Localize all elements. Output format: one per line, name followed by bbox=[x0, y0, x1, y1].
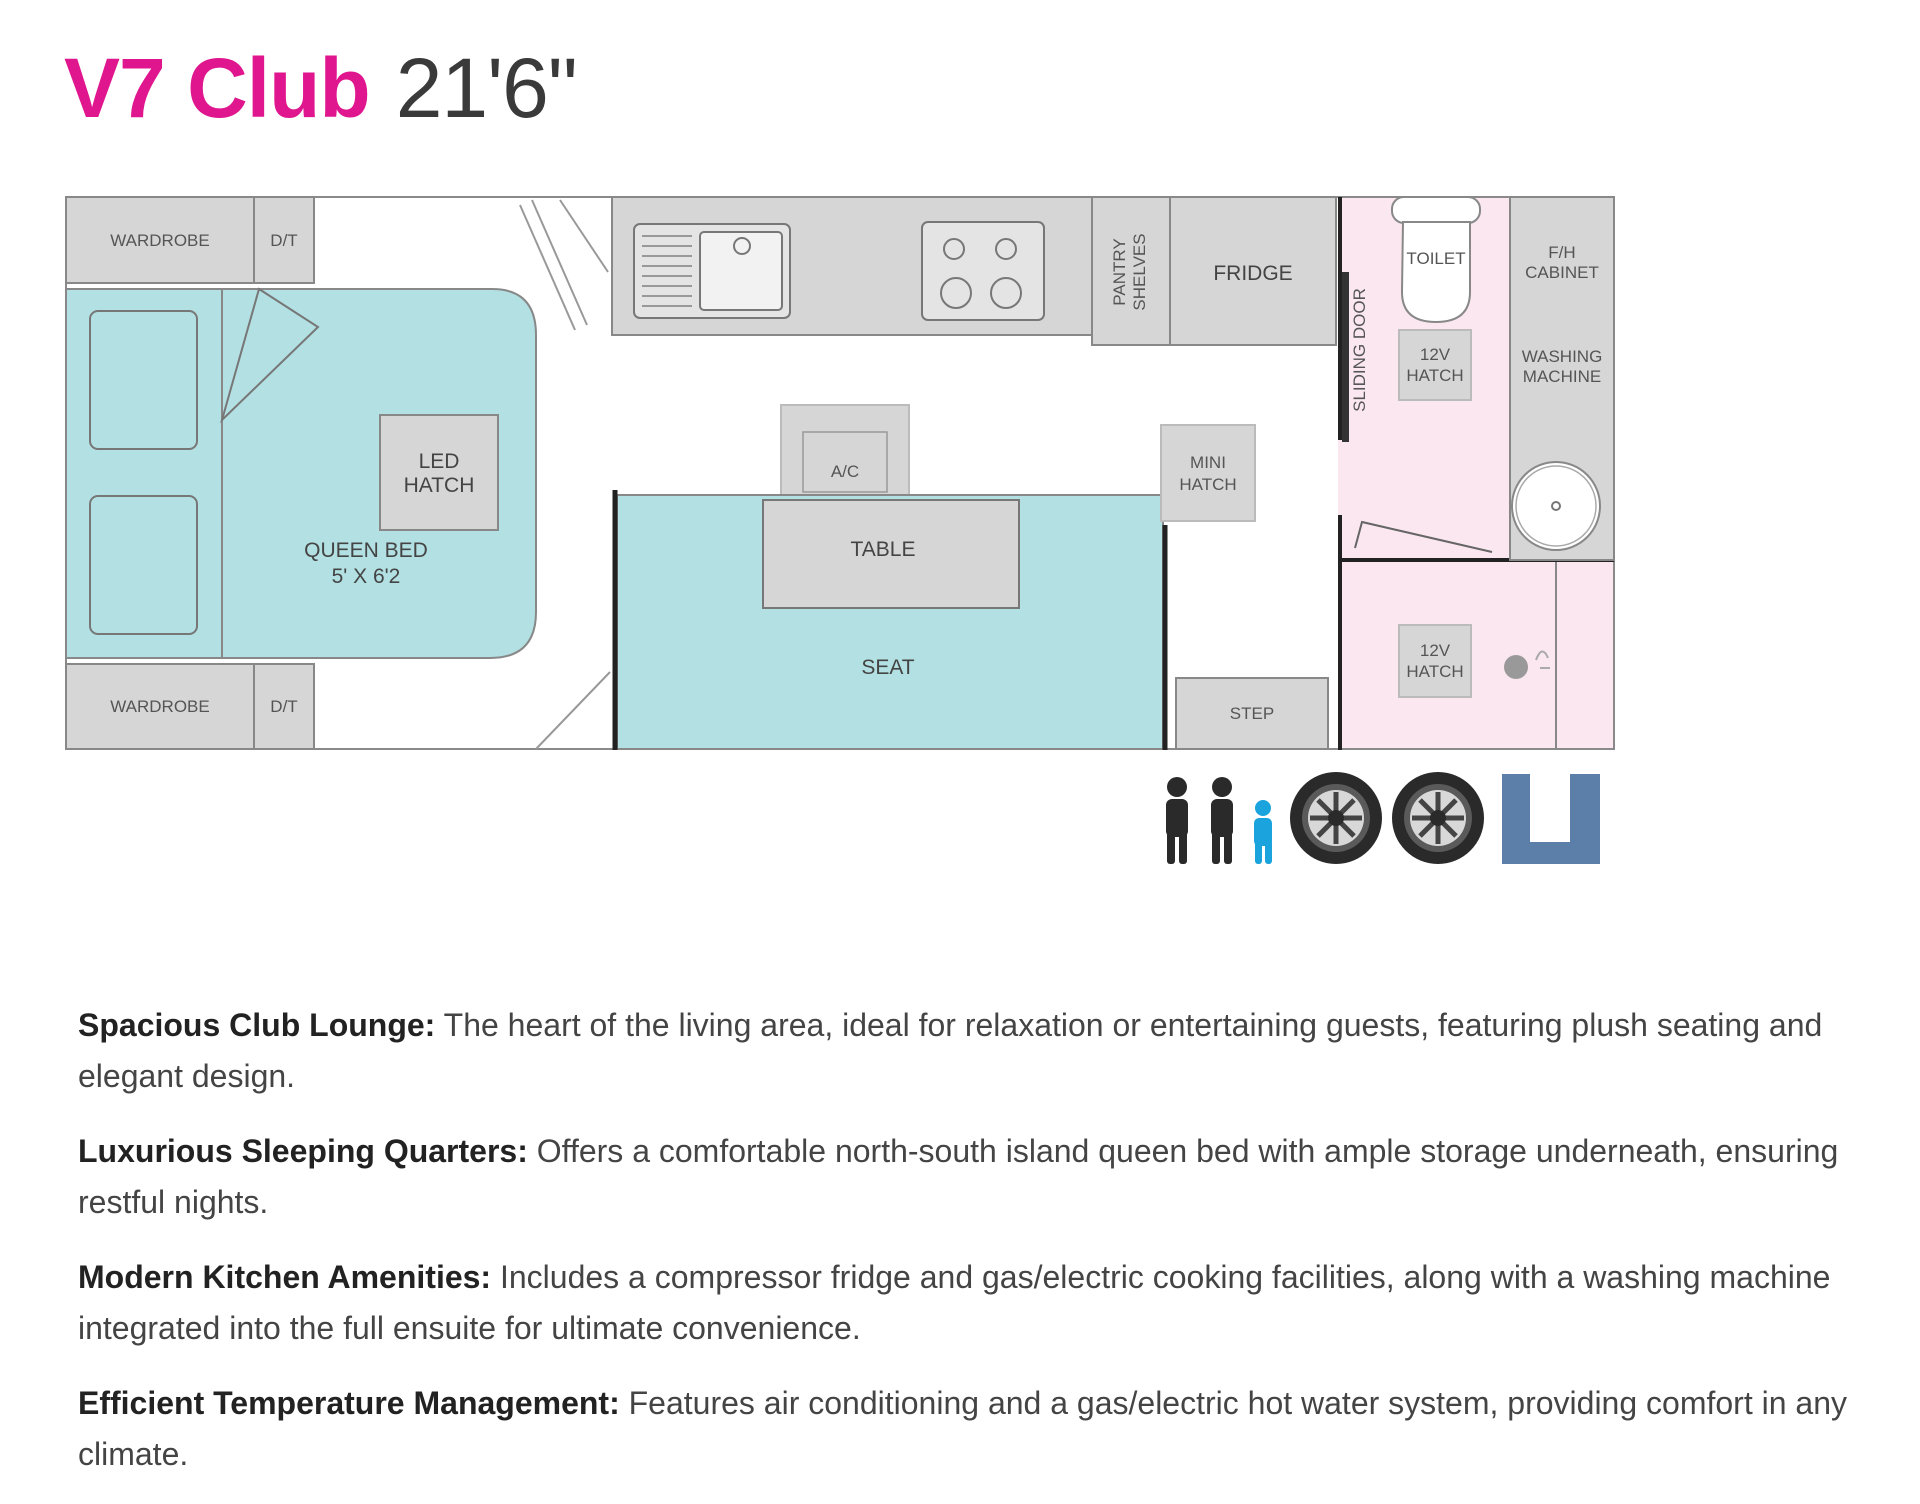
wardrobe-top-label: WARDROBE bbox=[110, 231, 210, 250]
pillow-1 bbox=[89, 310, 198, 450]
u-lounge-layout-icon bbox=[1502, 774, 1600, 864]
feature-title: Spacious Club Lounge: bbox=[78, 1007, 436, 1043]
feature-item: Spacious Club Lounge: The heart of the l… bbox=[78, 1000, 1868, 1102]
child-icon bbox=[1254, 800, 1272, 864]
shower-drain-icon bbox=[1504, 655, 1528, 679]
hatch-12v-a-label-1: 12V bbox=[1420, 345, 1451, 364]
adult-icon bbox=[1211, 777, 1233, 864]
sliding-door-label: SLIDING DOOR bbox=[1350, 288, 1369, 412]
feature-item: Efficient Temperature Management: Featur… bbox=[78, 1378, 1868, 1480]
feature-item: Modern Kitchen Amenities: Includes a com… bbox=[78, 1252, 1868, 1354]
queen-bed-size: 5' X 6'2 bbox=[332, 565, 401, 588]
queen-bed-label: QUEEN BED bbox=[304, 539, 428, 562]
led-hatch bbox=[379, 414, 499, 531]
queen-bed bbox=[65, 288, 537, 659]
wheel-icon bbox=[1290, 772, 1382, 864]
dt-bottom-label: D/T bbox=[270, 697, 297, 716]
feature-title: Luxurious Sleeping Quarters: bbox=[78, 1133, 528, 1169]
cooktop bbox=[921, 221, 1045, 321]
feature-text: Features air conditioning and a gas/elec… bbox=[78, 1385, 1847, 1472]
feature-text: Offers a comfortable north-south island … bbox=[78, 1133, 1839, 1220]
step-label: STEP bbox=[1230, 704, 1274, 723]
led-hatch-label-1: LED bbox=[419, 450, 460, 473]
seat-label: SEAT bbox=[861, 656, 914, 679]
mini-hatch-label-2: HATCH bbox=[1179, 475, 1236, 494]
mini-hatch-label-1: MINI bbox=[1190, 453, 1226, 472]
feature-title: Modern Kitchen Amenities: bbox=[78, 1259, 492, 1295]
pillow-2 bbox=[89, 495, 198, 635]
page-title: V7 Club 21'6" bbox=[64, 38, 578, 138]
adult-icon bbox=[1166, 777, 1188, 864]
washing-machine-label-2: MACHINE bbox=[1523, 367, 1601, 386]
basin bbox=[1511, 461, 1601, 551]
feature-item: Luxurious Sleeping Quarters: Offers a co… bbox=[78, 1126, 1868, 1228]
washing-machine-label-1: WASHING bbox=[1522, 347, 1603, 366]
sink-drainer bbox=[642, 235, 692, 307]
feature-text: The heart of the living area, ideal for … bbox=[78, 1007, 1823, 1094]
ac-label: A/C bbox=[831, 462, 859, 481]
pantry-label-1: PANTRY bbox=[1110, 238, 1129, 305]
feature-title: Efficient Temperature Management: bbox=[78, 1385, 620, 1421]
pantry-shelves bbox=[1091, 196, 1171, 346]
entry-step bbox=[1175, 677, 1329, 750]
floorplan-diagram: WARDROBE D/T WARDROBE D/T LED HATCH QUEE… bbox=[65, 196, 1615, 864]
dt-top bbox=[253, 196, 315, 284]
pantry-label-2: SHELVES bbox=[1130, 233, 1149, 310]
wardrobe-top bbox=[65, 196, 255, 284]
fh-cabinet-label-2: CABINET bbox=[1525, 263, 1599, 282]
fridge-label: FRIDGE bbox=[1213, 262, 1292, 285]
model-name: V7 Club bbox=[64, 41, 371, 135]
led-hatch-label-2: HATCH bbox=[404, 474, 475, 497]
dt-bottom bbox=[253, 663, 315, 750]
wardrobe-bottom bbox=[65, 663, 255, 750]
feature-text: Includes a compressor fridge and gas/ele… bbox=[78, 1259, 1831, 1346]
dt-top-label: D/T bbox=[270, 231, 297, 250]
hatch-12v-b-label-1: 12V bbox=[1420, 641, 1451, 660]
sliding-door bbox=[1342, 272, 1349, 442]
toilet-bowl bbox=[1400, 221, 1471, 324]
model-length: 21'6" bbox=[395, 41, 578, 135]
ensuite-door-swing bbox=[1354, 520, 1493, 553]
hatch-12v-a-label-2: HATCH bbox=[1406, 366, 1463, 385]
wardrobe-bottom-label: WARDROBE bbox=[110, 697, 210, 716]
feature-list: Spacious Club Lounge: The heart of the l… bbox=[78, 1000, 1868, 1504]
hatch-12v-b bbox=[1398, 624, 1472, 698]
shower-head-icon bbox=[1535, 650, 1550, 669]
hatch-12v-b-label-2: HATCH bbox=[1406, 662, 1463, 681]
mini-hatch bbox=[1160, 424, 1256, 522]
fridge bbox=[1169, 196, 1337, 346]
fh-cabinet-label-1: F/H bbox=[1548, 243, 1575, 262]
hatch-12v-a bbox=[1398, 329, 1472, 401]
wheel-icon bbox=[1392, 772, 1484, 864]
toilet-cistern bbox=[1391, 196, 1481, 224]
table bbox=[762, 499, 1020, 609]
table-label: TABLE bbox=[851, 538, 916, 561]
toilet-label: TOILET bbox=[1406, 249, 1465, 268]
bed-fold-corner bbox=[220, 287, 320, 424]
